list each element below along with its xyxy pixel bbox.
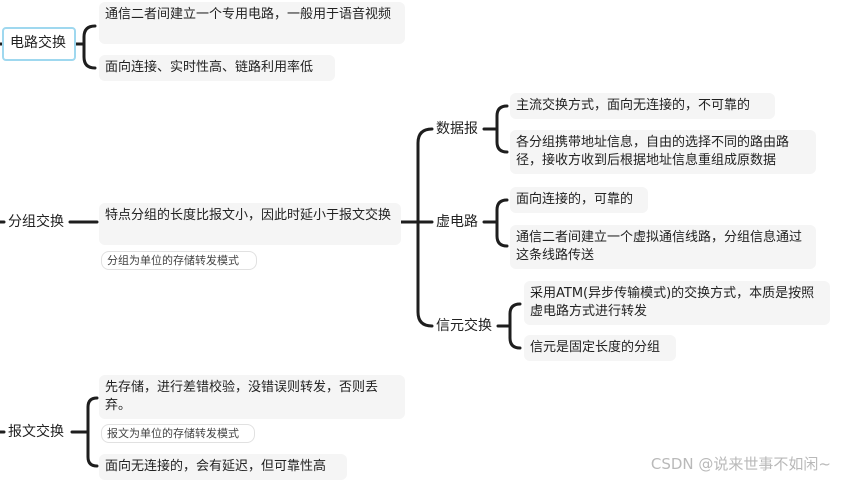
connector-virtual bbox=[482, 198, 509, 248]
topic-virtual-circuit[interactable]: 虚电路 bbox=[436, 214, 478, 230]
connector-message bbox=[70, 396, 99, 468]
topic-packet-switching[interactable]: 分组交换 bbox=[8, 214, 64, 230]
connector-datagram bbox=[482, 104, 509, 154]
cell-item-atm[interactable]: 采用ATM(异步传输模式)的交换方式，本质是按照虚电路方式进行转发 bbox=[524, 281, 830, 325]
virtual-item-reliable[interactable]: 面向连接的，可靠的 bbox=[510, 187, 648, 213]
connector-circuit bbox=[74, 24, 97, 70]
datagram-item-connectionless[interactable]: 主流交换方式，面向无连接的，不可靠的 bbox=[510, 93, 775, 119]
connector-packet-sub bbox=[398, 127, 434, 328]
message-item-store-check[interactable]: 先存储，进行差错校验，没错误则转发，否则丢弃。 bbox=[99, 375, 405, 419]
cell-item-fixed-length[interactable]: 信元是固定长度的分组 bbox=[524, 335, 676, 361]
circuit-item-dedicated-circuit[interactable]: 通信二者间建立一个专用电路，一般用于语音视频 bbox=[99, 2, 405, 44]
topic-message-switching[interactable]: 报文交换 bbox=[8, 424, 64, 440]
topic-datagram[interactable]: 数据报 bbox=[436, 121, 478, 137]
message-item-connectionless[interactable]: 面向无连接的，会有延迟，但可靠性高 bbox=[99, 454, 347, 480]
topic-circuit-switching[interactable]: 电路交换 bbox=[2, 27, 76, 61]
packet-note: 分组为单位的存储转发模式 bbox=[101, 251, 257, 270]
circuit-item-connection-oriented[interactable]: 面向连接、实时性高、链路利用率低 bbox=[99, 55, 335, 81]
topic-cell-switching[interactable]: 信元交换 bbox=[436, 318, 492, 334]
packet-description[interactable]: 特点分组的长度比报文小，因此时延小于报文交换 bbox=[99, 203, 401, 245]
datagram-item-address-routing[interactable]: 各分组携带地址信息，自由的选择不同的路由路径，接收方收到后根据地址信息重组成原数… bbox=[510, 130, 816, 174]
virtual-item-virtual-line[interactable]: 通信二者间建立一个虚拟通信线路，分组信息通过这条线路传送 bbox=[510, 225, 816, 269]
message-note: 报文为单位的存储转发模式 bbox=[101, 424, 255, 443]
connector-cell bbox=[496, 302, 522, 350]
watermark: CSDN @说来世事不如闲~ bbox=[650, 455, 831, 473]
